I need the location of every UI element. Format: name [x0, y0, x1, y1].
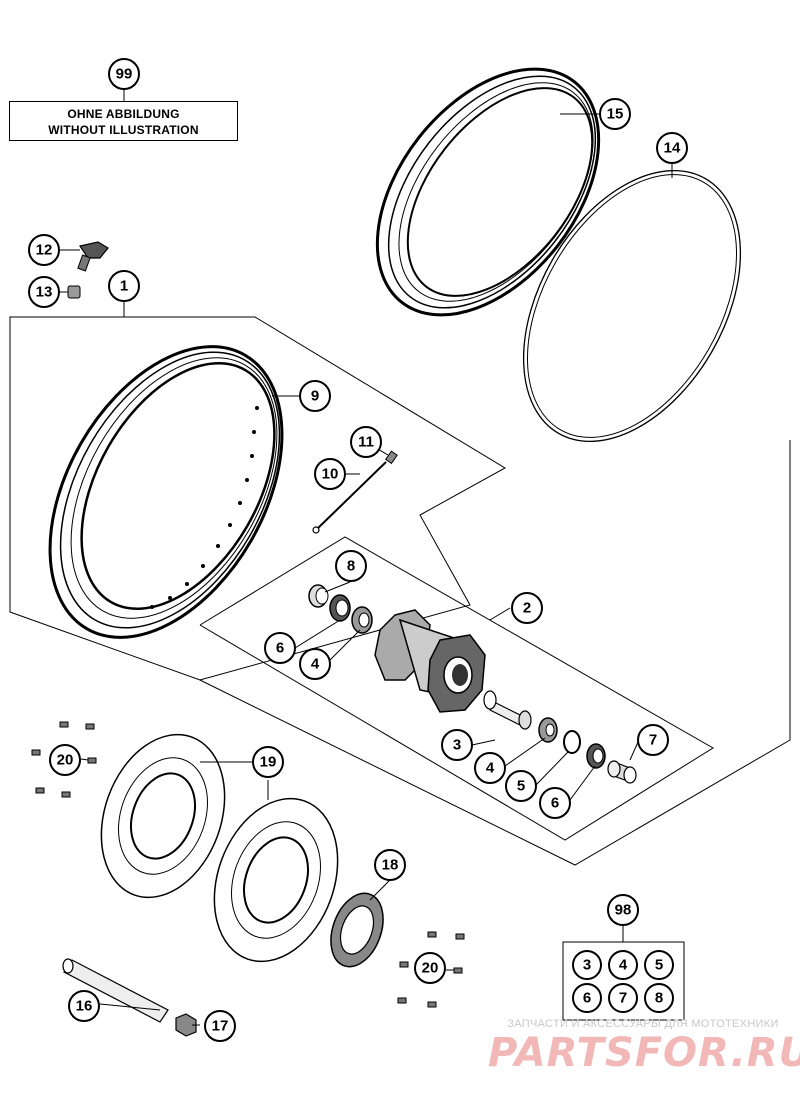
assembly-1-lower-outline	[199, 440, 791, 866]
spoke-nipple-11	[384, 450, 398, 465]
bearing-4-left	[351, 606, 373, 634]
spoke-10	[312, 461, 387, 534]
callout-14[interactable]: 14	[656, 132, 688, 164]
bearing-4-right	[538, 717, 558, 743]
callout-99-label: 99	[116, 66, 133, 83]
assembly-2-outline	[199, 536, 714, 841]
bolts-20-upper	[31, 721, 97, 798]
callout-16[interactable]: 16	[68, 990, 100, 1022]
callout-14-label: 14	[664, 140, 681, 157]
brake-disc-19-right	[213, 797, 339, 963]
kit-98-item-6[interactable]: 6	[572, 983, 602, 1013]
spacer-7-right	[607, 760, 637, 784]
note-line-2: WITHOUT ILLUSTRATION	[48, 123, 199, 137]
valve-12	[77, 241, 109, 272]
leader-lines	[58, 75, 673, 1026]
callout-2[interactable]: 2	[511, 592, 543, 624]
callout-10-label: 10	[322, 466, 339, 483]
callout-9-label: 9	[311, 388, 319, 405]
callout-4-right-label: 4	[486, 760, 495, 777]
kit-98-item-7[interactable]: 7	[608, 983, 638, 1013]
brake-disc-19-left	[100, 733, 226, 899]
abs-ring-18	[330, 892, 384, 968]
rim-9	[48, 345, 284, 639]
kit-98-item-6-label: 6	[583, 990, 591, 1007]
callout-11[interactable]: 11	[350, 426, 382, 458]
hub-2	[374, 609, 486, 713]
bolts-20-lower	[397, 931, 465, 1008]
callout-18-label: 18	[382, 857, 399, 874]
callout-12[interactable]: 12	[28, 234, 60, 266]
axle-16	[62, 958, 169, 1023]
callout-7-label: 7	[649, 732, 657, 749]
kit-98-item-5[interactable]: 5	[644, 950, 674, 980]
callout-99[interactable]: 99	[108, 58, 140, 90]
callout-1-label: 1	[120, 278, 128, 295]
spacer-8-left	[308, 584, 329, 608]
callout-19-label: 19	[260, 754, 277, 771]
callout-16-label: 16	[76, 998, 93, 1015]
callout-18[interactable]: 18	[374, 849, 406, 881]
callout-3-label: 3	[453, 737, 461, 754]
kit-98-item-8-label: 8	[655, 990, 663, 1007]
callout-11-label: 11	[358, 434, 374, 451]
callout-17-label: 17	[212, 1018, 229, 1035]
callout-5-label: 5	[517, 778, 525, 795]
callout-17[interactable]: 17	[204, 1010, 236, 1042]
tyre-15	[375, 67, 601, 317]
kit-98-item-4-label: 4	[619, 957, 628, 974]
callout-13[interactable]: 13	[28, 276, 60, 308]
callout-4-right[interactable]: 4	[474, 752, 506, 784]
callout-6-right-label: 6	[551, 795, 559, 812]
spacer-3	[483, 690, 532, 730]
callout-98[interactable]: 98	[607, 894, 639, 926]
axle-nut-17	[175, 1013, 197, 1037]
watermark-subtitle: ЗАПЧАСТИ И АКСЕССУАРЫ ДЛЯ МОТОТЕХНИКИ	[507, 1018, 779, 1030]
callout-20-upper-label: 20	[57, 752, 74, 769]
seal-6-left	[329, 594, 351, 622]
assembly-1-outline	[9, 316, 506, 681]
note-line-1: OHNE ABBILDUNG	[67, 107, 180, 121]
kit-98-item-3[interactable]: 3	[572, 950, 602, 980]
callout-1[interactable]: 1	[108, 270, 140, 302]
kit-98-item-4[interactable]: 4	[608, 950, 638, 980]
callout-4-left-label: 4	[311, 656, 320, 673]
note-without-illustration: OHNE ABBILDUNG WITHOUT ILLUSTRATION	[9, 101, 238, 141]
callout-8-left[interactable]: 8	[335, 550, 367, 582]
callout-6-left-label: 6	[276, 640, 284, 657]
callout-8-left-label: 8	[347, 558, 355, 575]
callout-12-label: 12	[36, 242, 53, 259]
callout-4-left[interactable]: 4	[299, 648, 331, 680]
callout-7[interactable]: 7	[637, 724, 669, 756]
watermark: ЗАПЧАСТИ И АКСЕССУАРЫ ДЛЯ МОТОТЕХНИКИ PA…	[488, 1018, 800, 1076]
callout-20-lower[interactable]: 20	[414, 952, 446, 984]
callout-5[interactable]: 5	[505, 770, 537, 802]
rim-tape-14	[522, 169, 742, 443]
callout-15-label: 15	[607, 106, 624, 123]
kit-98-item-8[interactable]: 8	[644, 983, 674, 1013]
valve-nut-13	[67, 285, 81, 299]
callout-10[interactable]: 10	[314, 458, 346, 490]
callout-3[interactable]: 3	[441, 729, 473, 761]
seal-6-right	[586, 743, 606, 769]
callout-2-label: 2	[523, 600, 531, 617]
watermark-brand: PARTSFOR.RU	[488, 1030, 800, 1076]
callout-9[interactable]: 9	[299, 380, 331, 412]
kit-98-item-7-label: 7	[619, 990, 627, 1007]
callout-19[interactable]: 19	[252, 746, 284, 778]
callout-6-right[interactable]: 6	[539, 787, 571, 819]
callout-15[interactable]: 15	[599, 98, 631, 130]
callout-20-lower-label: 20	[422, 960, 439, 977]
callout-98-label: 98	[615, 902, 632, 919]
kit-98-item-3-label: 3	[583, 957, 591, 974]
circlip-5	[563, 730, 581, 754]
callout-20-upper[interactable]: 20	[49, 744, 81, 776]
callout-13-label: 13	[36, 284, 53, 301]
callout-6-left[interactable]: 6	[264, 632, 296, 664]
kit-98-item-5-label: 5	[655, 957, 663, 974]
